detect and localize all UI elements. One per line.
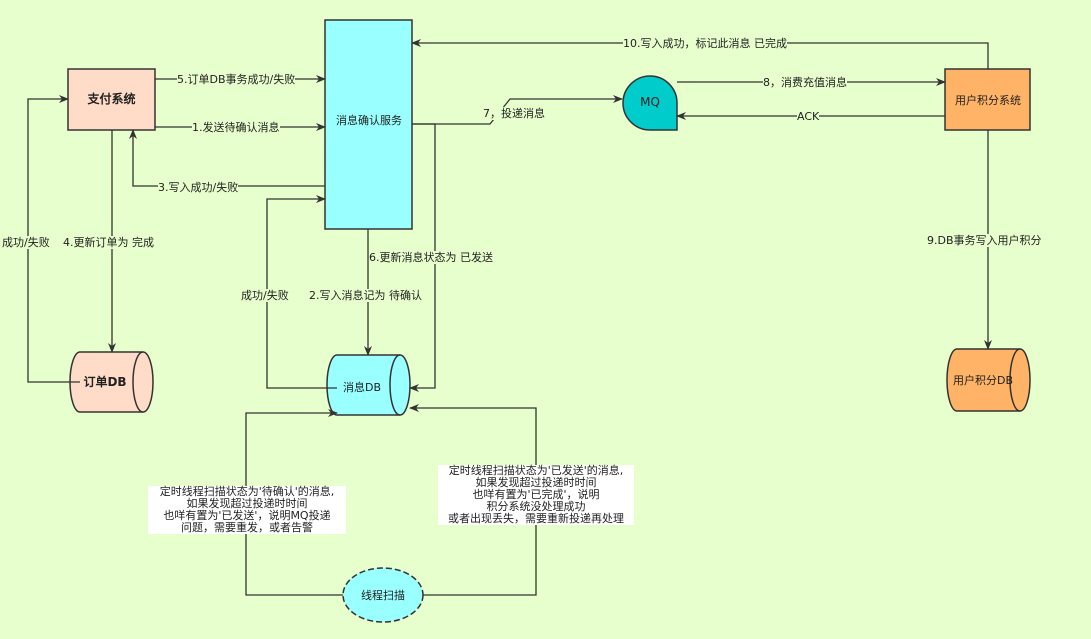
mq-label: MQ (640, 94, 660, 109)
right-scan-note: 定时线程扫描状态为'已发送'的消息, 如果发现超过投递时时间 也咩有置为'已完成… (438, 465, 634, 525)
mq-shape (622, 75, 678, 131)
points-system-label: 用户积分系统 (955, 93, 1021, 107)
edge-2-label: 2.写入消息记为 待确认 (309, 289, 422, 302)
message-service-box (324, 19, 413, 230)
edge-4-label: 4.更新订单为 完成 (63, 236, 154, 249)
edge-1-label: 1.发送待确认消息 (192, 121, 280, 134)
edge-6-label: 6.更新消息状态为 已发送 (369, 251, 493, 264)
edge-2-back-label: 成功/失败 (241, 289, 289, 302)
points-db-shape (946, 348, 1031, 412)
order-db-shape (69, 351, 154, 413)
edge-7-label: 7，投递消息 (483, 107, 545, 120)
edge-5-label: 5.订单DB事务成功/失败 (177, 73, 296, 86)
message-db-shape (326, 354, 411, 416)
edge-3 (129, 129, 325, 187)
edge-ack-label: ACK (797, 110, 820, 123)
payment-system-box (67, 68, 156, 131)
left-scan-note: 定时线程扫描状态为'待确认'的消息, 如果发现超过投递时时间 也咩有置为'已发送… (148, 486, 346, 534)
edge-10-label: 10.写入成功，标记此消息 已完成 (623, 37, 787, 50)
message-service-label: 消息确认服务 (336, 113, 402, 127)
scanner-label: 线程扫描 (361, 588, 405, 602)
edge-8-label: 8，消费充值消息 (763, 76, 847, 89)
payment-system-label: 支付系统 (87, 92, 136, 106)
points-db-label: 用户积分DB (952, 373, 1014, 387)
edge-4-back-label: 成功/失败 (2, 236, 50, 249)
edge-10 (411, 39, 989, 69)
order-db-label: 订单DB (83, 374, 127, 389)
message-db-label: 消息DB (342, 380, 382, 394)
edge-3-label: 3.写入成功/失败 (158, 181, 239, 194)
edge-9-label: 9.DB事务写入用户积分 (927, 234, 1042, 247)
